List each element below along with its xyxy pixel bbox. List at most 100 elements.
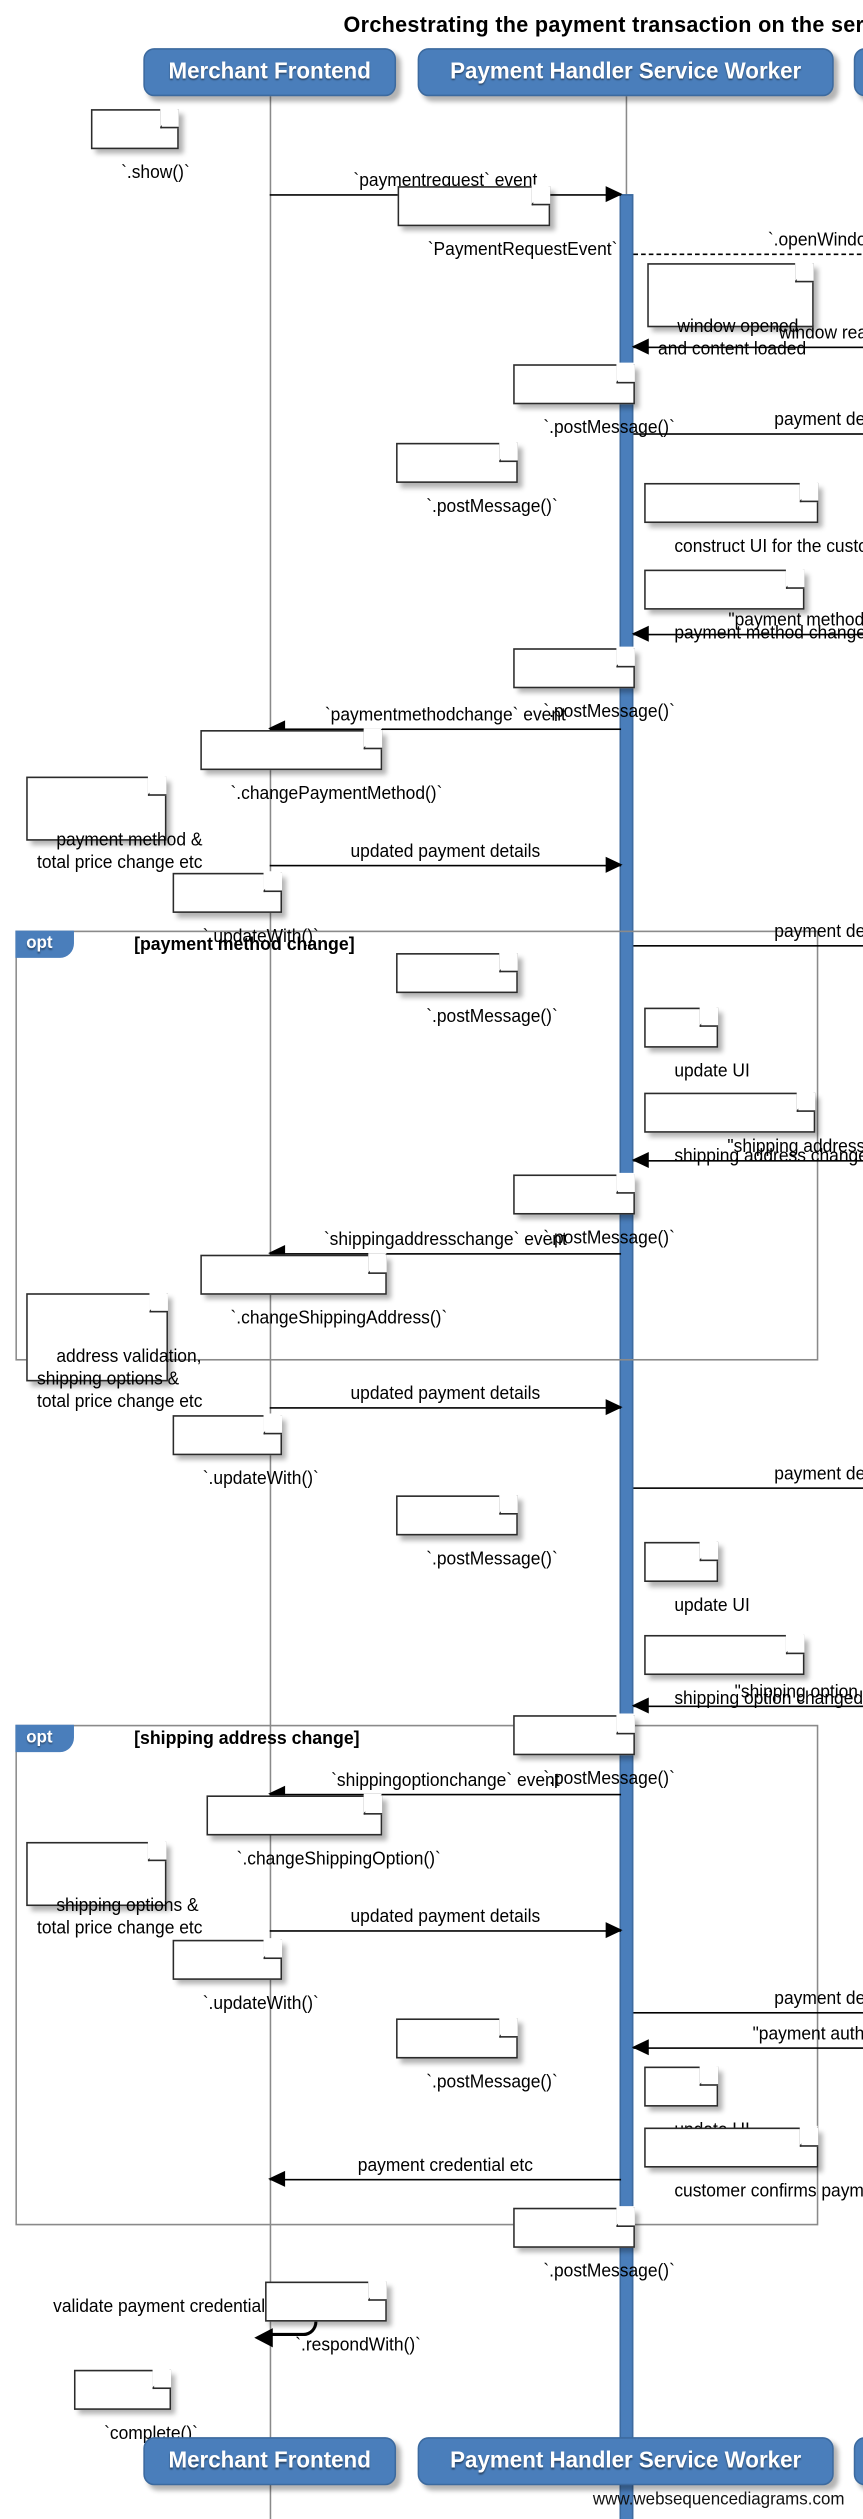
message-line <box>269 864 622 867</box>
message-label: "payment authorized" <box>752 2024 863 2045</box>
note-post-message-4: `.postMessage()` <box>396 951 558 1027</box>
note-fold-icon <box>363 1793 383 1815</box>
note-update-ui-1: update UI <box>644 1005 750 1081</box>
message-label: "shipping option changed" <box>735 1683 863 1703</box>
note-text: `.changeShippingAddress()` <box>230 1309 448 1329</box>
note-fold-icon <box>263 1938 283 1960</box>
note-text: `PaymentRequestEvent` <box>427 240 618 260</box>
actor-handler-frontend-bottom[interactable]: Payment Handler Frontend <box>853 2437 863 2486</box>
actor-merchant-frontend-top[interactable]: Merchant Frontend <box>143 48 397 97</box>
arrow-head-icon <box>268 2170 286 2187</box>
message-line <box>633 346 863 349</box>
note-text: `.postMessage()` <box>543 1229 675 1249</box>
note-post-message-6: `.postMessage()` <box>396 1493 558 1569</box>
actor-label: Payment Handler Service Worker <box>450 59 802 86</box>
message-payment-credential: payment credential etc <box>268 2156 622 2187</box>
lifeline-merchant <box>269 96 272 2519</box>
fragment-tag: opt <box>15 930 75 958</box>
note-fold-icon <box>263 871 283 893</box>
fragment-opt-shipping-address-2: opt [shipping address change] <box>15 1724 819 2226</box>
note-fold-icon <box>368 2279 387 2301</box>
message-line <box>269 1253 622 1255</box>
message-line <box>633 1705 863 1708</box>
message-label: payment details <box>774 922 863 942</box>
message-line <box>269 1930 622 1932</box>
actor-service-worker-top[interactable]: Payment Handler Service Worker <box>417 48 834 97</box>
message-line <box>633 633 863 636</box>
note-fold-icon <box>796 1091 816 1112</box>
message-payment-details-1: payment details <box>633 411 863 435</box>
note-text: `.updateWith()` <box>202 1994 319 2014</box>
note-construct-ui: construct UI for the customer <box>644 481 863 557</box>
message-label: payment details <box>774 1989 863 2009</box>
note-post-message-3: `.postMessage()` <box>513 646 675 722</box>
note-text: shipping option changed <box>674 1689 863 1709</box>
note-text: `.changePaymentMethod()` <box>230 784 443 804</box>
message-label: `paymentmethodchange` event <box>324 705 566 726</box>
note-text: update UI <box>674 1062 750 1082</box>
message-payment-details-3: payment details <box>633 1465 863 1489</box>
note-fold-icon <box>499 441 518 463</box>
message-line <box>633 2011 863 2014</box>
message-label: payment details <box>774 410 863 430</box>
note-update-with-2: `.updateWith()` <box>172 1413 319 1489</box>
note-shipping-option-changed: shipping option changed <box>644 1633 863 1709</box>
note-fold-icon <box>499 2016 518 2038</box>
message-line <box>269 1407 622 1409</box>
message-window-ready: "window ready" <box>631 324 863 355</box>
note-change-shipping-address: `.changeShippingAddress()` <box>200 1253 447 1328</box>
actor-merchant-frontend-bottom[interactable]: Merchant Frontend <box>143 2437 397 2486</box>
message-label: updated payment details <box>350 1384 541 1404</box>
note-text: `.postMessage()` <box>543 1769 675 1789</box>
arrow-head-icon <box>631 338 649 355</box>
actor-label: Merchant Frontend <box>168 2448 371 2475</box>
message-label: `.openWindow()` <box>767 231 863 251</box>
note-change-payment-method: `.changePaymentMethod()` <box>200 728 442 804</box>
note-fold-icon <box>699 1005 719 1027</box>
note-change-shipping-option: `.changeShippingOption()` <box>206 1793 441 1869</box>
note-address-validation: address validation, shipping options & t… <box>26 1291 202 1412</box>
message-open-window: `.openWindow()` <box>633 231 863 256</box>
actor-handler-frontend-top[interactable]: Payment Handler Frontend <box>853 48 863 97</box>
message-label: "shipping address changed" <box>727 1137 863 1157</box>
message-payment-method-changed: "payment method changed" <box>631 611 863 642</box>
fragment-condition: [shipping address change] <box>134 1729 360 1749</box>
note-fold-icon <box>147 774 167 796</box>
message-label: payment credential etc <box>357 2156 533 2176</box>
arrow-head-icon <box>631 2039 649 2056</box>
actor-service-worker-bottom[interactable]: Payment Handler Service Worker <box>417 2437 834 2486</box>
note-fold-icon <box>616 1713 635 1735</box>
note-fold-icon <box>368 1253 387 1274</box>
note-fold-icon <box>499 951 518 973</box>
note-payment-method-price-change: payment method & total price change etc <box>26 774 202 873</box>
message-label: payment details <box>774 1464 863 1485</box>
note-update-ui-3: update UI <box>644 2064 750 2140</box>
note-fold-icon <box>531 184 551 206</box>
note-text: payment method & total price change etc <box>36 831 203 873</box>
message-label: "window ready" <box>772 324 863 344</box>
note-update-ui-2: update UI <box>644 1540 750 1616</box>
fragment-condition: [payment method change] <box>134 935 355 955</box>
note-text: `.show()` <box>121 163 190 183</box>
note-post-message-7: `.postMessage()` <box>513 1713 675 1789</box>
message-line <box>633 2047 863 2049</box>
actor-label: Payment Handler Service Worker <box>450 2448 802 2475</box>
note-fold-icon <box>499 1493 518 1515</box>
note-text: `.postMessage()` <box>426 1549 558 1570</box>
note-fold-icon <box>149 1291 168 1313</box>
note-text: `.postMessage()` <box>426 2072 558 2093</box>
message-line <box>633 1487 863 1489</box>
footer-watermark: www.websequencediagrams.com <box>592 2490 845 2510</box>
note-customer-confirms-payment: customer confirms payment <box>644 2125 863 2201</box>
note-post-message-8: `.postMessage()` <box>396 2016 558 2092</box>
message-shipping-address-changed: "shipping address changed" <box>631 1138 863 1169</box>
arrow-head-icon <box>631 625 649 642</box>
note-payment-method-changed: payment method changed <box>644 567 863 643</box>
note-text: shipping options & total price change et… <box>36 1896 203 1939</box>
note-respond-with: `.respondWith()` <box>265 2279 421 2355</box>
message-line <box>269 728 622 731</box>
note-shipping-address-changed: shipping address changed <box>644 1091 863 1166</box>
message-label: `shippingoptionchange` event <box>331 1771 560 1791</box>
note-fold-icon <box>616 646 635 668</box>
note-fold-icon <box>699 2064 719 2086</box>
